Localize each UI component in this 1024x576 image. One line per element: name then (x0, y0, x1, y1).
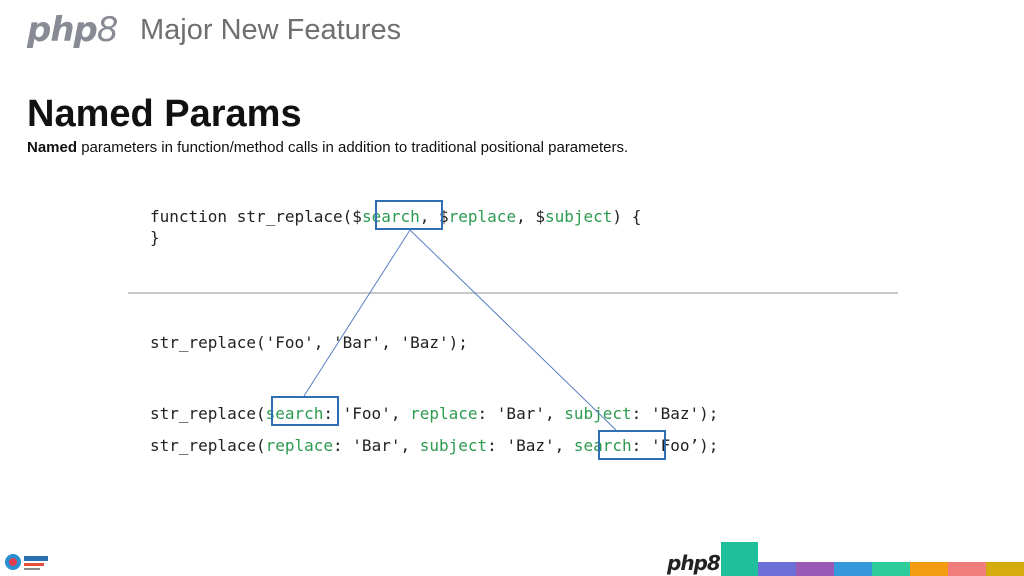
code-value: : 'Foo', (323, 404, 411, 423)
highlight-box-call-2 (598, 430, 666, 460)
named-call-1: str_replace(search: 'Foo', replace: 'Bar… (150, 404, 718, 424)
arg-search: search (573, 436, 632, 455)
code-function-name: str_replace (236, 207, 343, 226)
php8-logo: php8 (27, 10, 119, 50)
param-subject: subject (544, 207, 613, 226)
code-value: : 'Bar', (333, 436, 420, 455)
color-stripe (910, 562, 948, 576)
drupalcon-logo (5, 554, 48, 570)
positional-call: str_replace('Foo', 'Bar', 'Baz'); (150, 333, 468, 352)
code-value: : 'Baz', (487, 436, 574, 455)
arg-replace: replace (265, 436, 334, 455)
code-value: : 'Baz'); (631, 404, 719, 423)
connector-line-1 (303, 229, 411, 397)
color-stripe (948, 562, 986, 576)
connector-line-2 (409, 229, 617, 431)
section-title: Major New Features (140, 14, 402, 46)
highlight-box-call-1 (271, 396, 339, 426)
arg-subject: subject (419, 436, 488, 455)
color-stripe (834, 562, 872, 576)
arg-subject: subject (564, 404, 632, 423)
code-value: : 'Foo’); (631, 436, 719, 455)
color-stripe (986, 562, 1024, 576)
teal-block (721, 542, 758, 576)
code-punct: ($ (342, 207, 362, 226)
slide-title: Named Params (27, 93, 302, 135)
named-call-2: str_replace(replace: 'Bar', subject: 'Ba… (150, 436, 718, 456)
code-punct: , $ (419, 207, 449, 226)
php-logo-version: 8 (96, 10, 119, 50)
arg-search: search (265, 404, 324, 423)
highlight-box-definition (375, 200, 443, 230)
subtitle-bold: Named (27, 139, 78, 156)
slide-subtitle: Named parameters in function/method call… (27, 138, 628, 158)
code-punct: , $ (516, 207, 545, 226)
param-replace: replace (448, 207, 517, 226)
function-end-brace: } (150, 228, 160, 247)
php-logo-text: php (27, 10, 98, 50)
arg-replace: replace (410, 404, 478, 423)
php-logo-text: php (667, 551, 708, 575)
code-keyword: function (150, 207, 228, 226)
color-stripe (758, 562, 796, 576)
subtitle-rest: parameters in function/method calls in a… (77, 139, 629, 156)
code-punct: ) { (612, 207, 642, 226)
color-stripe (872, 562, 910, 576)
php8-logo-footer: php8 (667, 551, 721, 575)
code-function-name: str_replace( (150, 404, 266, 423)
divider (128, 292, 898, 294)
code-function-name: str_replace( (150, 436, 266, 455)
code-value: : 'Bar', (477, 404, 565, 423)
php-logo-version: 8 (706, 551, 721, 575)
color-stripe (796, 562, 834, 576)
